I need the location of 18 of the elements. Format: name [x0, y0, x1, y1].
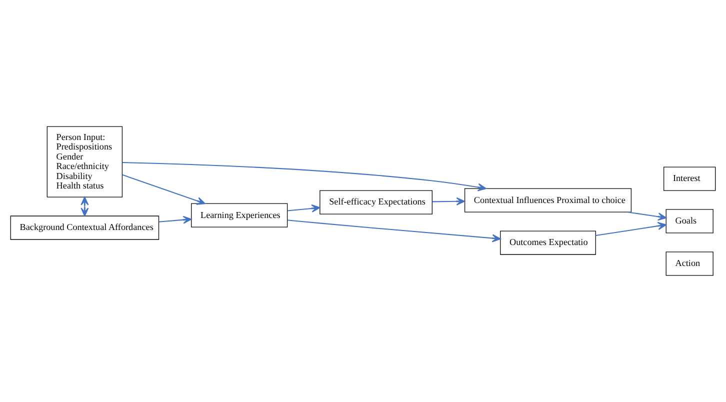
- arrow: [596, 222, 666, 236]
- arrow: [80, 196, 89, 216]
- arrow: [122, 162, 486, 192]
- node-box: Person Input: Predispositions Gender Race/ethnicity Disability Health status: [46, 126, 123, 198]
- node-box: Outcomes Expectatio: [500, 230, 596, 255]
- arrow: [122, 174, 206, 205]
- node-box: Background Contextual Affordances: [10, 216, 160, 240]
- arrow: [158, 216, 192, 224]
- node-box: Action: [666, 252, 714, 276]
- arrow: [628, 212, 667, 221]
- arrow: [432, 197, 466, 206]
- node-box: Self-efficacy Expectations: [320, 190, 432, 214]
- node-box: Learning Experiences: [191, 203, 288, 228]
- arrow: [287, 220, 501, 242]
- arrow: [287, 204, 320, 212]
- node-box: Contextual Influences Proximal to choice: [464, 188, 632, 212]
- node-box: Goals: [666, 209, 714, 234]
- node-box: Interest: [664, 166, 716, 191]
